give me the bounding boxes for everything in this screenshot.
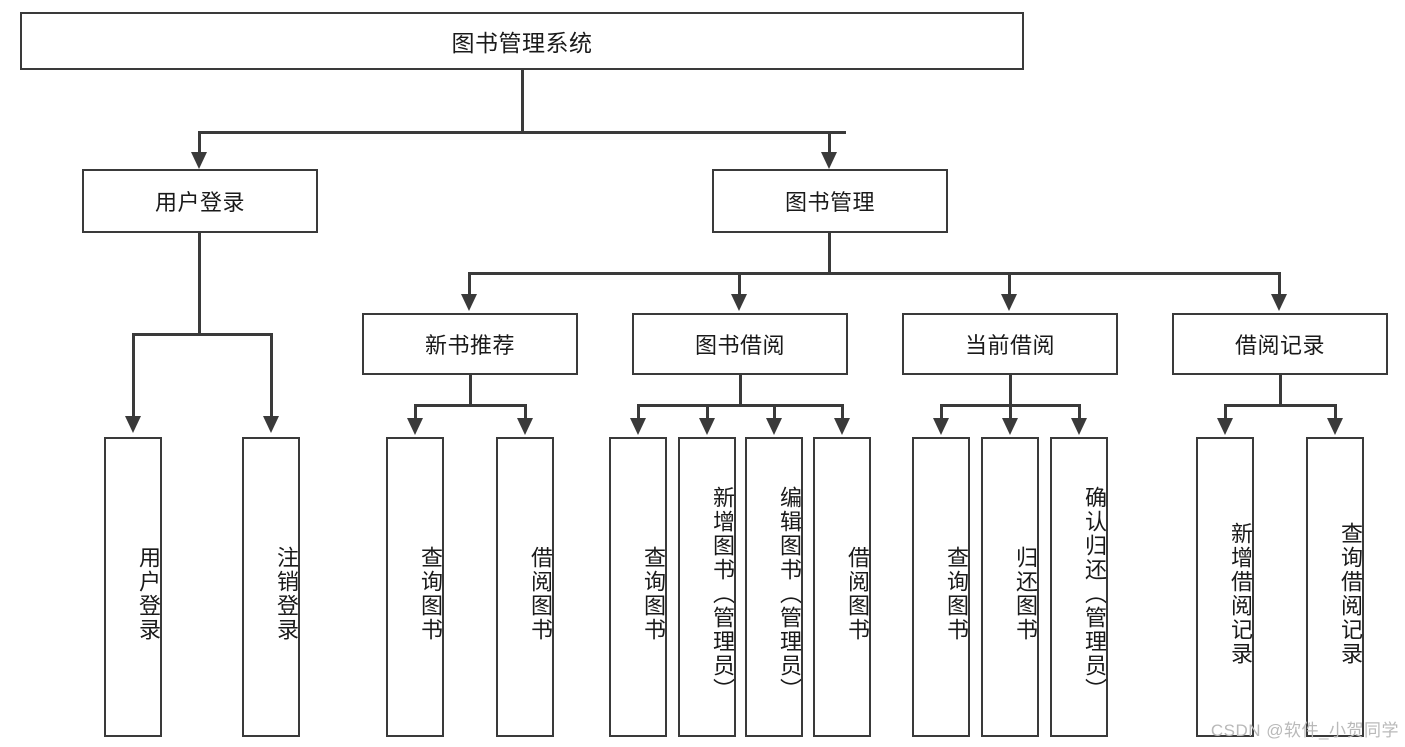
- leaf-label: 查询图书: [641, 546, 666, 642]
- connector-root-bus: [198, 131, 846, 134]
- arrow-to-leaf-query-record: [1327, 418, 1343, 435]
- connector-current-borrow-leaf-3: [1078, 404, 1081, 420]
- arrow-to-borrow-record: [1271, 294, 1287, 311]
- connector-level3-bus: [468, 272, 1280, 275]
- leaf-label: 编辑图书（管理员）: [777, 486, 802, 702]
- node-book-management[interactable]: 图书管理: [712, 169, 948, 233]
- connector-to-new-book: [468, 272, 471, 296]
- arrow-to-current-borrow: [1001, 294, 1017, 311]
- leaf-label: 查询借阅记录: [1338, 522, 1363, 666]
- arrow-to-book-borrow: [731, 294, 747, 311]
- connector-user-login-bus: [132, 333, 270, 336]
- arrow-to-new-book: [461, 294, 477, 311]
- arrow-to-leaf-add-book: [699, 418, 715, 435]
- connector-root-to-user-login: [198, 131, 201, 154]
- leaf-edit-book-admin[interactable]: 编辑图书（管理员）: [745, 437, 803, 737]
- arrow-to-leaf-query-book-1: [407, 418, 423, 435]
- leaf-label: 新增图书（管理员）: [710, 486, 735, 702]
- arrow-to-leaf-query-book-2: [630, 418, 646, 435]
- leaf-label: 查询图书: [418, 546, 443, 642]
- connector-current-borrow-leaf-2: [1009, 404, 1012, 420]
- node-label: 新书推荐: [424, 333, 515, 358]
- connector-to-book-borrow: [738, 272, 741, 296]
- connector-book-borrow-leaf-2: [706, 404, 709, 420]
- connector-to-current-borrow: [1008, 272, 1011, 296]
- arrow-to-leaf-edit-book: [766, 418, 782, 435]
- arrow-to-leaf-return-book: [1002, 418, 1018, 435]
- node-root-system[interactable]: 图书管理系统: [20, 12, 1024, 70]
- leaf-return-book[interactable]: 归还图书: [981, 437, 1039, 737]
- connector-borrow-record-bus: [1224, 404, 1336, 407]
- connector-borrow-record-leaf-2: [1334, 404, 1337, 420]
- leaf-label: 确认归还（管理员）: [1082, 486, 1107, 702]
- connector-new-book-leaf-2: [524, 404, 527, 420]
- connector-user-login-stem: [198, 233, 201, 334]
- leaf-label: 归还图书: [1013, 546, 1038, 642]
- connector-current-borrow-leaf-1: [940, 404, 943, 420]
- leaf-add-book-admin[interactable]: 新增图书（管理员）: [678, 437, 736, 737]
- leaf-label: 查询图书: [944, 546, 969, 642]
- arrow-to-leaf-add-record: [1217, 418, 1233, 435]
- connector-book-borrow-bus: [637, 404, 842, 407]
- connector-book-borrow-leaf-1: [637, 404, 640, 420]
- node-label: 用户登录: [154, 190, 245, 215]
- leaf-query-book-current[interactable]: 查询图书: [912, 437, 970, 737]
- node-book-borrow[interactable]: 图书借阅: [632, 313, 848, 375]
- connector-root-stem: [521, 70, 524, 132]
- arrow-to-user-login: [191, 152, 207, 169]
- node-current-borrow[interactable]: 当前借阅: [902, 313, 1118, 375]
- node-borrow-record[interactable]: 借阅记录: [1172, 313, 1388, 375]
- node-label: 图书管理系统: [451, 30, 593, 56]
- arrow-to-book-manage: [821, 152, 837, 169]
- connector-user-login-leaf-1: [132, 333, 135, 418]
- node-label: 图书管理: [784, 190, 875, 215]
- connector-to-borrow-record: [1278, 272, 1281, 296]
- connector-current-borrow-stem: [1009, 375, 1012, 406]
- leaf-logout[interactable]: 注销登录: [242, 437, 300, 737]
- arrow-to-leaf-confirm-return: [1071, 418, 1087, 435]
- leaf-label: 新增借阅记录: [1228, 522, 1253, 666]
- arrow-to-leaf-borrow-book-1: [517, 418, 533, 435]
- connector-book-manage-stem: [828, 233, 831, 273]
- connector-borrow-record-stem: [1279, 375, 1282, 406]
- node-label: 当前借阅: [964, 333, 1055, 358]
- connector-root-to-book-manage: [828, 131, 831, 154]
- leaf-label: 用户登录: [136, 546, 161, 642]
- leaf-query-book-borrow[interactable]: 查询图书: [609, 437, 667, 737]
- leaf-label: 注销登录: [274, 546, 299, 642]
- arrow-to-leaf-user-login: [125, 416, 141, 433]
- arrow-to-leaf-borrow-book-2: [834, 418, 850, 435]
- leaf-borrow-book[interactable]: 借阅图书: [813, 437, 871, 737]
- connector-book-borrow-leaf-3: [773, 404, 776, 420]
- connector-new-book-bus: [414, 404, 526, 407]
- leaf-query-borrow-record[interactable]: 查询借阅记录: [1306, 437, 1364, 737]
- leaf-label: 借阅图书: [528, 546, 553, 642]
- connector-book-borrow-leaf-4: [841, 404, 844, 420]
- leaf-add-borrow-record[interactable]: 新增借阅记录: [1196, 437, 1254, 737]
- leaf-confirm-return-admin[interactable]: 确认归还（管理员）: [1050, 437, 1108, 737]
- leaf-borrow-book-recommend[interactable]: 借阅图书: [496, 437, 554, 737]
- watermark-csdn: CSDN @软件_小贺同学: [1210, 721, 1399, 740]
- arrow-to-leaf-logout: [263, 416, 279, 433]
- node-user-login[interactable]: 用户登录: [82, 169, 318, 233]
- connector-new-book-leaf-1: [414, 404, 417, 420]
- connector-new-book-stem: [469, 375, 472, 406]
- leaf-user-login[interactable]: 用户登录: [104, 437, 162, 737]
- leaf-label: 借阅图书: [845, 546, 870, 642]
- connector-borrow-record-leaf-1: [1224, 404, 1227, 420]
- node-label: 图书借阅: [694, 333, 785, 358]
- connector-book-borrow-stem: [739, 375, 742, 406]
- arrow-to-leaf-query-book-3: [933, 418, 949, 435]
- node-label: 借阅记录: [1234, 333, 1325, 358]
- leaf-query-book-recommend[interactable]: 查询图书: [386, 437, 444, 737]
- node-new-book-recommend[interactable]: 新书推荐: [362, 313, 578, 375]
- connector-user-login-leaf-2: [270, 333, 273, 418]
